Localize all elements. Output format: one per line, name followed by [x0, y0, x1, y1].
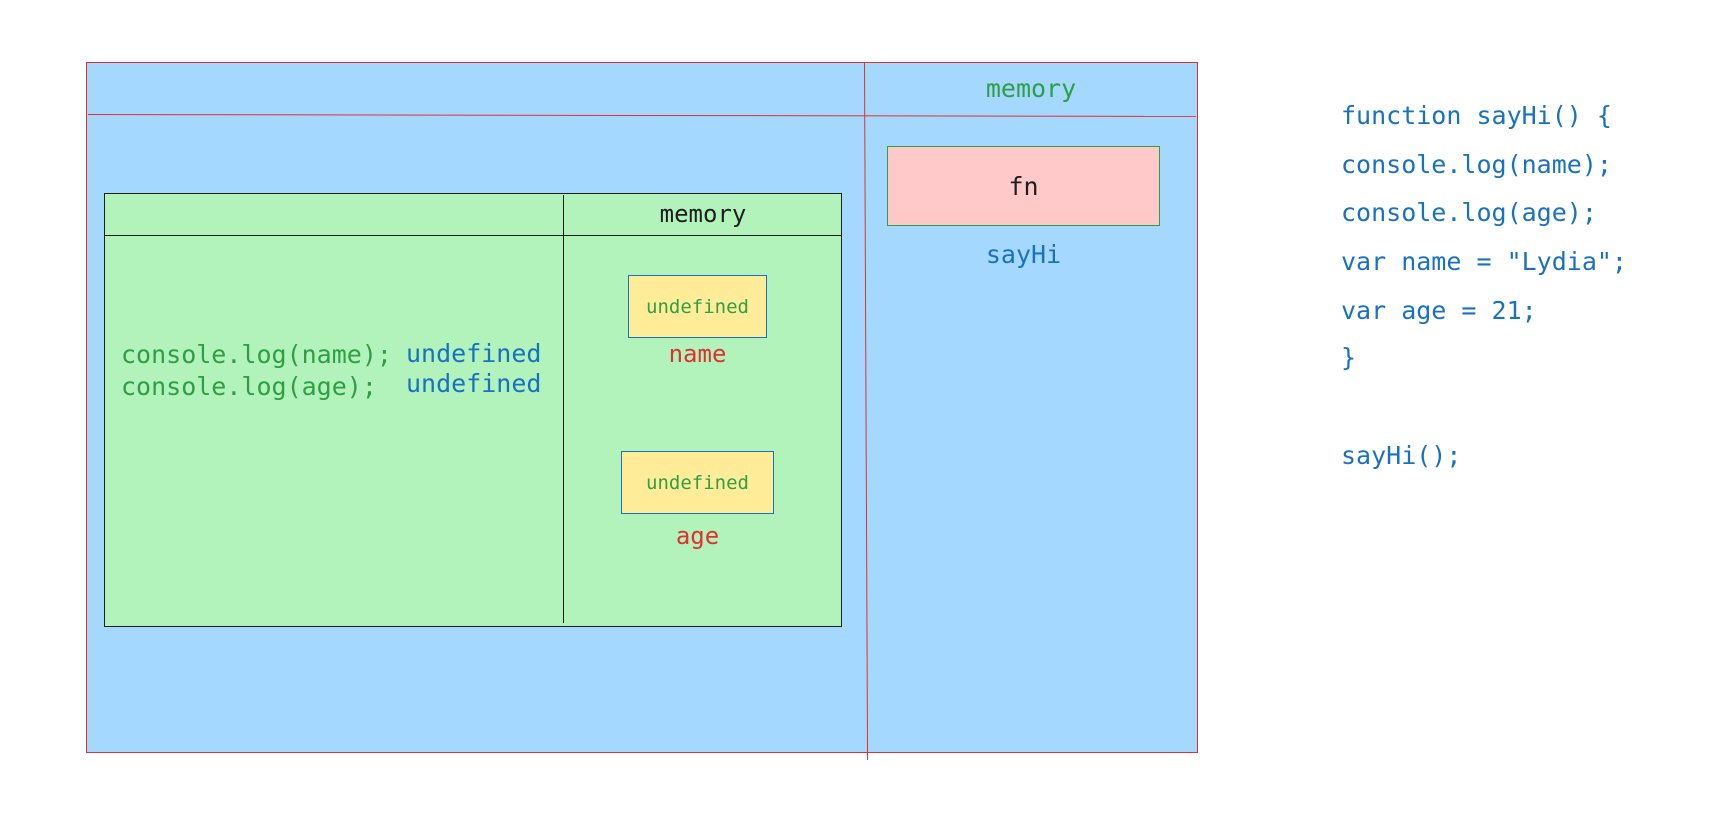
variable-age-value-box: undefined	[621, 451, 774, 514]
global-function-value-box: fn	[887, 146, 1160, 226]
variable-name-label: name	[668, 340, 727, 368]
global-function-name: sayHi	[985, 240, 1062, 269]
function-memory-title: memory	[659, 200, 747, 228]
code-line-log-name: console.log(name);	[121, 340, 392, 369]
variable-age-value: undefined	[646, 471, 749, 494]
source-line-5: var age = 21;	[1341, 296, 1537, 325]
source-line-2: console.log(name);	[1341, 150, 1612, 179]
variable-age-label: age	[675, 522, 720, 550]
global-memory-title: memory	[985, 74, 1077, 103]
variable-name-value: undefined	[646, 295, 749, 318]
function-execution-context	[104, 193, 842, 627]
variable-name-value-box: undefined	[628, 275, 767, 338]
code-line-log-age: console.log(age);	[121, 372, 377, 401]
function-context-header-divider	[105, 235, 841, 236]
function-context-memory-divider	[563, 195, 564, 623]
output-line-age: undefined	[406, 369, 542, 398]
source-line-3: console.log(age);	[1341, 198, 1597, 227]
function-value-text: fn	[1008, 171, 1039, 201]
output-line-name: undefined	[406, 339, 542, 368]
source-line-4: var name = "Lydia";	[1341, 247, 1627, 276]
source-line-1: function sayHi() {	[1341, 101, 1612, 130]
source-line-8: sayHi();	[1341, 441, 1462, 470]
source-line-6: }	[1341, 343, 1357, 372]
